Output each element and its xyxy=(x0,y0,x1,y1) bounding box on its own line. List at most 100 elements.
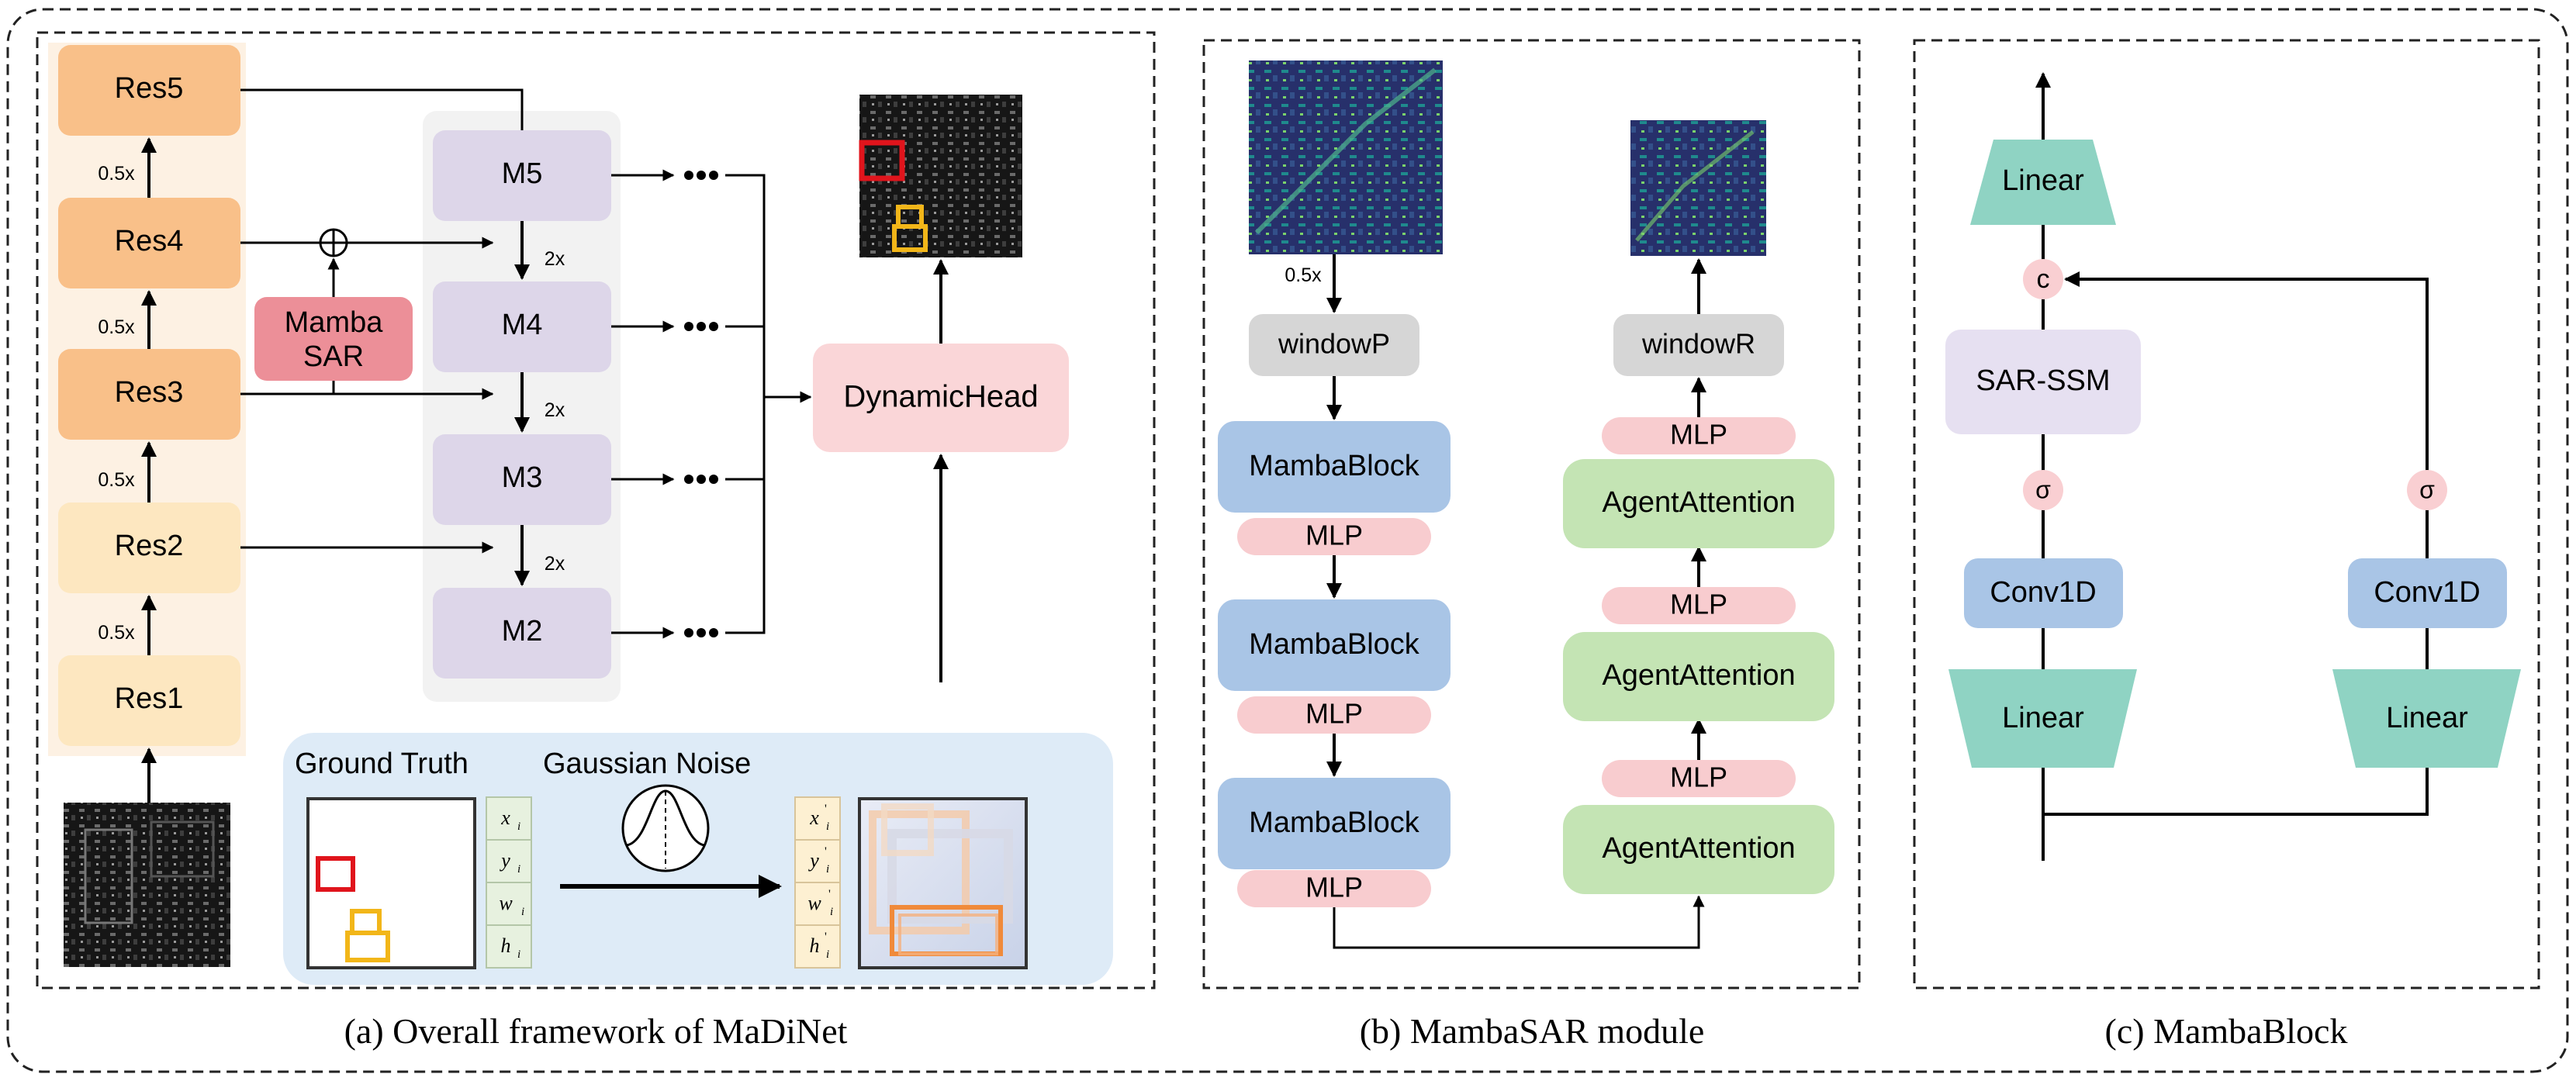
conv1d-left-block: Conv1D xyxy=(1964,558,2123,628)
noisy-boxes-frame xyxy=(858,797,1028,969)
noisy-x-prime: ' xyxy=(825,803,827,816)
dynamic-head-block: DynamicHead xyxy=(813,344,1069,452)
conv1d-left-label: Conv1D xyxy=(1990,576,2096,609)
sigma-right-node: σ xyxy=(2407,470,2447,510)
mlp-4: MLP xyxy=(1602,760,1796,797)
panel-b: 0.5x windowP MambaBlock MLP MambaBlock M… xyxy=(1202,39,1861,1051)
agent-attention-2-label: AgentAttention xyxy=(1602,659,1795,692)
mamba-block-2-label: MambaBlock xyxy=(1249,628,1420,661)
gt-w: w xyxy=(499,892,513,914)
upsample-label-2: 2x xyxy=(545,553,565,575)
m2-label: M2 xyxy=(502,615,543,648)
mamba-block-3: MambaBlock xyxy=(1218,778,1451,869)
pyramid-outputs xyxy=(611,169,812,639)
mlp-5-label: MLP xyxy=(1670,589,1727,620)
panel-b-caption: (b) MambaSAR module xyxy=(1360,1011,1705,1051)
gt-x-sub: i xyxy=(517,820,520,833)
noisy-y-prime: ' xyxy=(825,845,827,858)
input-sar-image xyxy=(64,803,230,967)
mamba-block-2: MambaBlock xyxy=(1218,599,1451,691)
panel-c-frame xyxy=(1913,39,2540,989)
m3-label: M3 xyxy=(502,461,543,494)
feature-map-output xyxy=(1630,120,1766,256)
mamba-sar-block: Mamba SAR xyxy=(254,297,413,381)
mlp-6-label: MLP xyxy=(1670,419,1727,451)
res2-block: Res2 xyxy=(58,503,240,593)
output-detection-image xyxy=(859,95,1022,257)
gt-x: x xyxy=(500,806,510,829)
window-p-block: windowP xyxy=(1249,314,1419,376)
mamba-block-1: MambaBlock xyxy=(1218,421,1451,513)
panel-c: Linear c SAR-SSM σ σ Conv1D xyxy=(1913,39,2540,1051)
m4-label: M4 xyxy=(502,309,543,341)
downsample-label-3: 0.5x xyxy=(98,316,135,338)
noisy-coords-column: x y w h ' ' ' ' i i i i xyxy=(794,796,841,969)
gaussian-curve-icon xyxy=(621,784,710,872)
gt-y-sub: i xyxy=(517,863,520,876)
res2-label: Res2 xyxy=(115,530,184,562)
noisy-x-sub: i xyxy=(826,820,829,833)
dynamic-head-label: DynamicHead xyxy=(843,380,1038,414)
gt-box-red xyxy=(316,856,355,892)
conv1d-right-block: Conv1D xyxy=(2348,558,2507,628)
m5-block: M5 xyxy=(433,130,611,221)
upsample-label-4: 2x xyxy=(545,248,565,270)
ground-truth-label: Ground Truth xyxy=(295,748,469,780)
mlp-3-label: MLP xyxy=(1305,872,1363,903)
res3-block: Res3 xyxy=(58,349,240,440)
sigma-right-label: σ xyxy=(2419,475,2435,503)
mlp-1: MLP xyxy=(1237,518,1431,555)
linear-output-label: Linear xyxy=(2002,164,2084,197)
agent-attention-1: AgentAttention xyxy=(1563,805,1834,894)
mlp-1-label: MLP xyxy=(1305,520,1363,551)
mamba-sar-line1: Mamba xyxy=(285,306,384,339)
res1-block: Res1 xyxy=(58,655,240,746)
mamba-block-1-label: MambaBlock xyxy=(1249,450,1420,482)
noisy-w: w xyxy=(807,892,821,914)
m5-label: M5 xyxy=(502,157,543,190)
linear-left-block: Linear xyxy=(1948,669,2137,768)
mamba-sar-line2: SAR xyxy=(303,340,364,373)
sar-ssm-label: SAR-SSM xyxy=(1976,364,2110,397)
window-r-block: windowR xyxy=(1613,314,1784,376)
gt-coords-column: x y w h i i i i xyxy=(486,796,532,969)
window-p-label: windowP xyxy=(1278,328,1390,360)
gt-box-yellow-bottom xyxy=(345,931,390,962)
linear-right-block: Linear xyxy=(2332,669,2521,768)
mlp-2-label: MLP xyxy=(1305,698,1363,730)
linear-left-label: Linear xyxy=(2002,702,2084,734)
agent-attention-1-label: AgentAttention xyxy=(1602,832,1795,865)
mlp-5: MLP xyxy=(1602,587,1796,624)
panel-a-caption: (a) Overall framework of MaDiNet xyxy=(344,1011,848,1051)
res5-block: Res5 xyxy=(58,45,240,136)
noisy-x: x xyxy=(809,806,819,829)
agent-attention-2: AgentAttention xyxy=(1563,632,1834,721)
gt-h-sub: i xyxy=(517,948,520,961)
linear-output-block: Linear xyxy=(1970,140,2116,225)
mamba-block-3-label: MambaBlock xyxy=(1249,806,1420,839)
m4-block: M4 xyxy=(433,281,611,372)
panel-a-frame xyxy=(36,31,1156,989)
noisy-y-sub: i xyxy=(826,863,829,876)
window-r-label: windowR xyxy=(1641,328,1755,360)
res1-label: Res1 xyxy=(115,682,184,715)
concat-label: c xyxy=(2037,264,2050,294)
gaussian-noise-label: Gaussian Noise xyxy=(543,748,751,780)
sigma-left-label: σ xyxy=(2035,475,2051,503)
m2-block: M2 xyxy=(433,588,611,679)
conv1d-right-label: Conv1D xyxy=(2374,576,2480,609)
upsample-label-3: 2x xyxy=(545,399,565,421)
mlp-6: MLP xyxy=(1602,417,1796,454)
noisy-h-sub: i xyxy=(826,948,829,961)
panel-c-caption: (c) MambaBlock xyxy=(2105,1011,2348,1051)
noisy-y: y xyxy=(807,849,819,872)
concat-node: c xyxy=(2023,259,2063,299)
noisy-w-sub: i xyxy=(830,906,833,918)
sigma-left-node: σ xyxy=(2023,470,2063,510)
agent-attention-3-label: AgentAttention xyxy=(1602,486,1795,519)
agent-attention-3: AgentAttention xyxy=(1563,459,1834,548)
noisy-h-prime: ' xyxy=(825,931,827,944)
gt-w-sub: i xyxy=(521,906,524,918)
noisy-h: h xyxy=(810,934,820,957)
downsample-label-4: 0.5x xyxy=(98,163,135,185)
